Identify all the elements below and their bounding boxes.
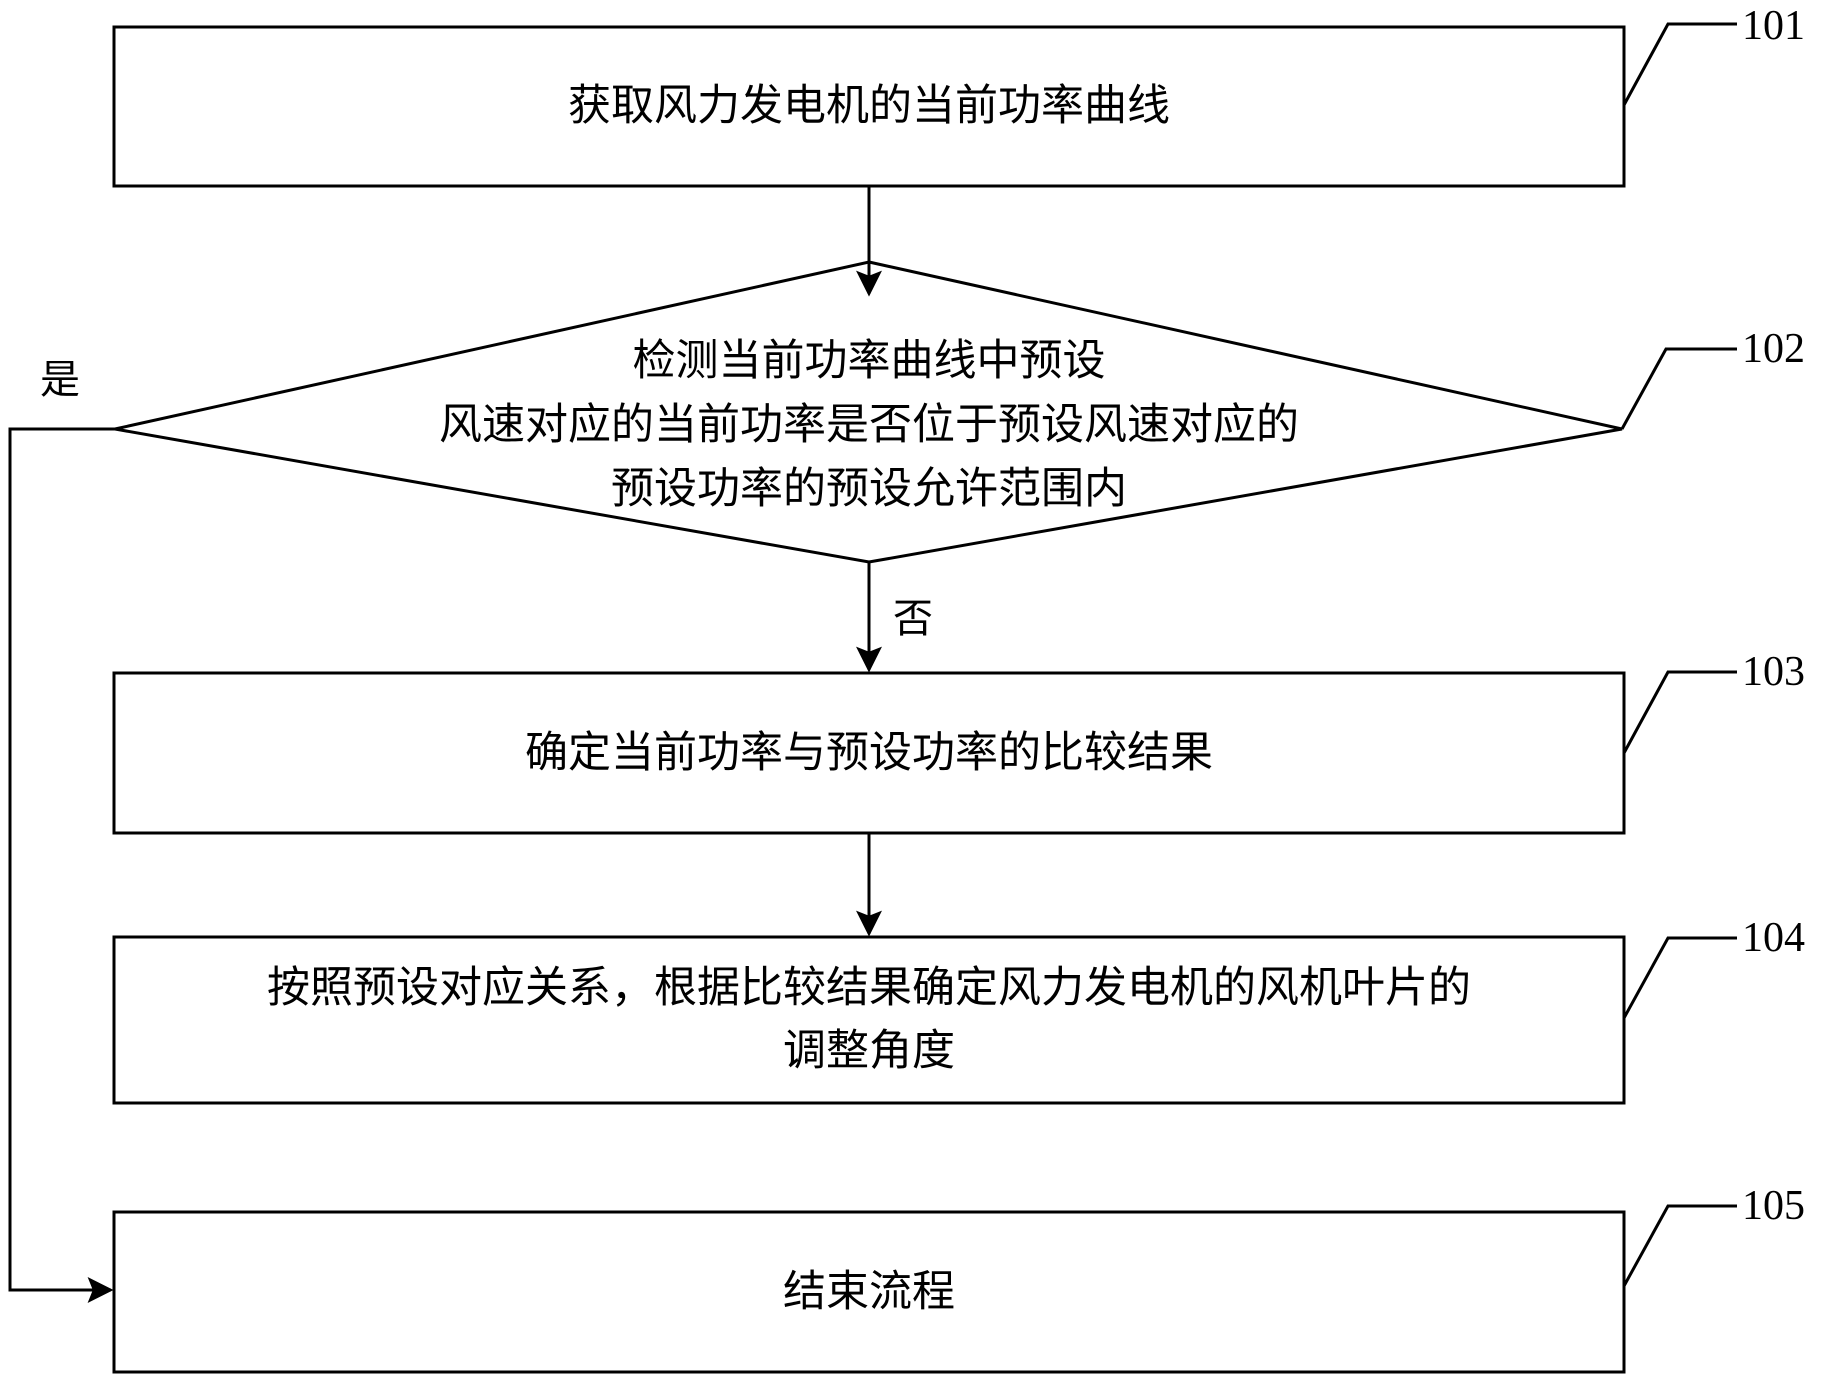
step-103-text: 确定当前功率与预设功率的比较结果 [525,728,1213,778]
ref-number-103: 103 [1742,649,1805,695]
step-102-line-3: 预设功率的预设允许范围内 [611,464,1127,514]
leader-103 [1622,670,1737,754]
ref-number-105: 105 [1742,1183,1805,1229]
ref-number-101: 101 [1742,3,1805,49]
step-104-line-1: 按照预设对应关系，根据比较结果确定风力发电机的风机叶片的 [267,963,1471,1013]
step-103-box [112,671,1626,835]
step-104-line-2: 调整角度 [783,1026,955,1076]
step-104-box [112,935,1626,1105]
ref-number-104: 104 [1742,915,1805,961]
step-105-box [112,1210,1626,1374]
step-101-box [112,25,1626,188]
leader-102 [1620,347,1737,430]
branch-label-no: 否 [893,596,933,642]
step-101-text: 获取风力发电机的当前功率曲线 [568,81,1170,131]
ref-number-102: 102 [1742,326,1805,372]
step-105-text: 结束流程 [783,1267,955,1317]
leader-105 [1622,1204,1737,1287]
leader-101 [1622,22,1737,106]
step-102-line-2: 风速对应的当前功率是否位于预设风速对应的 [439,400,1299,450]
step-102-line-1: 检测当前功率曲线中预设 [632,336,1106,386]
leader-104 [1622,936,1737,1019]
yes-branch-line [8,427,115,1303]
branch-label-yes: 是 [40,357,80,403]
